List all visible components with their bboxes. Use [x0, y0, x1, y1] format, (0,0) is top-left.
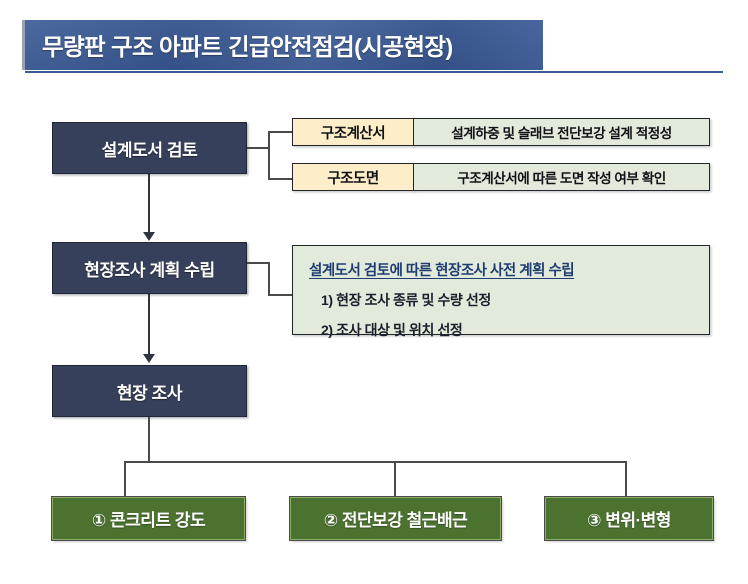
flow-step-label: 설계도서 검토: [101, 140, 198, 160]
page-title: 무량판 구조 아파트 긴급안전점검(시공현장): [42, 34, 453, 60]
arrow-head-icon: [143, 232, 155, 241]
connector-step1-to-step2: [148, 174, 150, 236]
detail-description-structural-drawing: 구조계산서에 따른 도면 작성 여부 확인: [413, 163, 710, 191]
connector-step3-drop: [148, 417, 150, 462]
survey-plan-panel: 설계도서 검토에 따른 현장조사 사전 계획 수립 1) 현장 조사 종류 및 …: [292, 245, 710, 338]
output-label: ③ 변위·변형: [587, 511, 671, 530]
flow-step-label: 현장조사 계획 수립: [84, 260, 215, 280]
survey-plan-item: 1) 현장 조사 종류 및 수량 선정: [321, 292, 491, 308]
slide-title-band: 무량판 구조 아파트 긴급안전점검(시공현장): [25, 20, 543, 70]
connector-step1-stub: [247, 147, 269, 149]
flow-step-site-survey[interactable]: 현장 조사: [52, 365, 247, 417]
connector-step1-branch-top: [268, 131, 292, 133]
output-label: ① 콘크리트 강도: [91, 511, 206, 530]
output-box-shear-reinforcement[interactable]: ② 전단보강 철근배근: [289, 496, 502, 541]
connector-step1-spine: [268, 131, 270, 179]
connector-step2-to-step3: [148, 294, 150, 356]
connector-step3-bus: [124, 461, 626, 463]
connector-output3-drop: [625, 461, 627, 499]
arrow-head-icon: [143, 354, 155, 363]
detail-category-structural-calc[interactable]: 구조계산서: [292, 118, 414, 146]
connector-step1-branch-bottom: [268, 178, 292, 180]
connector-output2-drop: [394, 461, 396, 499]
connector-step2-stub: [247, 262, 269, 264]
connector-output1-drop: [124, 461, 126, 499]
detail-description-label: 설계하중 및 슬래브 전단보강 설계 적정성: [451, 126, 672, 141]
header-divider-rule: [25, 71, 723, 73]
detail-category-label: 구조도면: [327, 170, 379, 187]
output-box-displacement-deformation[interactable]: ③ 변위·변형: [544, 496, 714, 541]
output-box-concrete-strength[interactable]: ① 콘크리트 강도: [51, 496, 246, 541]
flow-step-design-review[interactable]: 설계도서 검토: [52, 122, 247, 174]
survey-plan-heading: 설계도서 검토에 따른 현장조사 사전 계획 수립: [309, 263, 575, 279]
flow-step-survey-plan[interactable]: 현장조사 계획 수립: [52, 242, 247, 294]
survey-plan-item: 2) 조사 대상 및 위치 선정: [321, 322, 463, 338]
detail-category-structural-drawing[interactable]: 구조도면: [292, 163, 414, 191]
connector-step2-branch: [268, 294, 292, 296]
detail-category-label: 구조계산서: [320, 125, 386, 142]
flow-step-label: 현장 조사: [116, 383, 183, 403]
detail-description-label: 구조계산서에 따른 도면 작성 여부 확인: [457, 171, 666, 186]
connector-step2-spine: [268, 262, 270, 295]
detail-description-structural-calc: 설계하중 및 슬래브 전단보강 설계 적정성: [413, 118, 710, 146]
output-label: ② 전단보강 철근배근: [323, 511, 468, 530]
